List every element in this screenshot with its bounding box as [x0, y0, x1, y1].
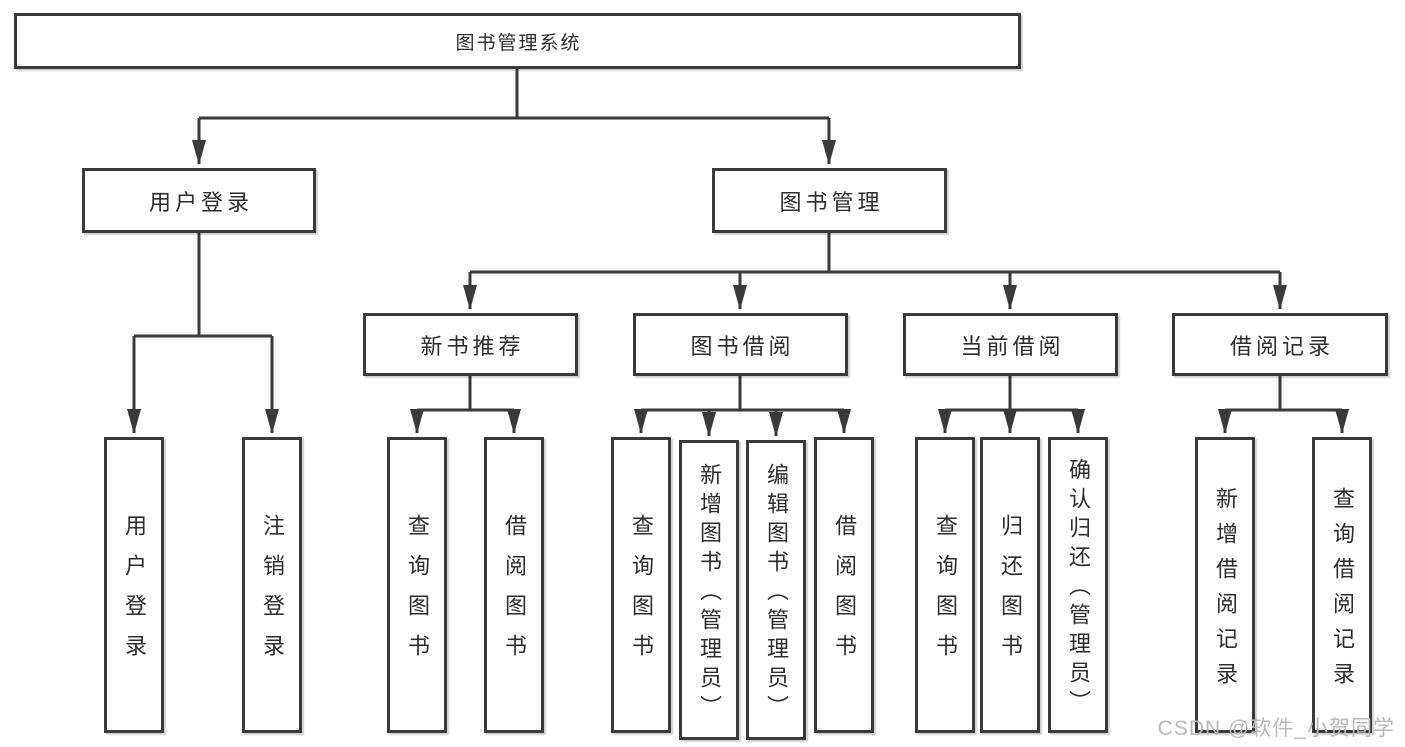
leaf-records-query-record-label: 查询借阅记录 — [1330, 486, 1355, 697]
leaf-recommend-borrow-book: 借阅图书 — [484, 437, 544, 733]
node-user-login: 用户登录 — [82, 168, 316, 233]
leaf-borrow-borrow-book: 借阅图书 — [814, 437, 874, 733]
leaf-borrow-query-book-label: 查询图书 — [629, 514, 654, 674]
connector-borrow-records-children — [1218, 376, 1349, 434]
connector-book-borrow-children — [634, 376, 851, 437]
connector-root-to-level2 — [192, 68, 836, 165]
node-root-label: 图书管理系统 — [455, 32, 582, 54]
node-current-borrow-label: 当前借阅 — [960, 333, 1065, 359]
node-new-book-recommend: 新书推荐 — [363, 313, 578, 376]
node-current-borrow: 当前借阅 — [903, 313, 1118, 376]
node-book-management-label: 图书管理 — [779, 189, 884, 215]
leaf-records-add-record-label: 新增借阅记录 — [1213, 486, 1238, 697]
leaf-records-add-record: 新增借阅记录 — [1195, 437, 1255, 733]
connector-book-management-children — [463, 233, 1287, 310]
leaf-user-logout: 注销登录 — [242, 437, 302, 733]
leaf-borrow-add-book: 新增图书（管理员） — [679, 440, 739, 740]
node-root: 图书管理系统 — [14, 13, 1021, 69]
leaf-borrow-edit-book-label: 编辑图书（管理员） — [764, 463, 789, 724]
leaf-records-query-record: 查询借阅记录 — [1312, 437, 1372, 733]
node-borrow-records: 借阅记录 — [1172, 313, 1388, 376]
connector-new-book-children — [410, 376, 521, 434]
leaf-recommend-query-book-label: 查询图书 — [405, 514, 430, 674]
leaf-current-return-book-label: 归还图书 — [998, 514, 1023, 674]
node-new-book-recommend-label: 新书推荐 — [420, 333, 525, 359]
leaf-borrow-add-book-label: 新增图书（管理员） — [697, 463, 722, 724]
connector-current-borrow-children — [938, 376, 1085, 434]
leaf-user-login: 用户登录 — [104, 437, 164, 733]
connector-user-login-children — [127, 233, 279, 434]
leaf-current-confirm-return-label: 确认归还（管理员） — [1066, 458, 1091, 719]
leaf-borrow-borrow-book-label: 借阅图书 — [832, 514, 857, 674]
node-book-management: 图书管理 — [712, 168, 947, 233]
leaf-current-query-book-label: 查询图书 — [933, 514, 958, 674]
leaf-recommend-query-book: 查询图书 — [387, 437, 447, 733]
leaf-borrow-edit-book: 编辑图书（管理员） — [746, 440, 806, 740]
leaf-borrow-query-book: 查询图书 — [611, 437, 671, 733]
leaf-user-login-label: 用户登录 — [122, 514, 147, 674]
leaf-current-query-book: 查询图书 — [915, 437, 975, 733]
node-user-login-label: 用户登录 — [148, 189, 253, 215]
node-borrow-records-label: 借阅记录 — [1229, 333, 1334, 359]
leaf-current-confirm-return: 确认归还（管理员） — [1048, 437, 1108, 733]
node-book-borrow-label: 图书借阅 — [690, 333, 795, 359]
leaf-current-return-book: 归还图书 — [980, 437, 1040, 733]
node-book-borrow: 图书借阅 — [633, 313, 848, 376]
leaf-user-logout-label: 注销登录 — [260, 514, 285, 674]
csdn-watermark: CSDN @软件_小贺同学 — [1157, 717, 1395, 740]
leaf-recommend-borrow-book-label: 借阅图书 — [502, 514, 527, 674]
